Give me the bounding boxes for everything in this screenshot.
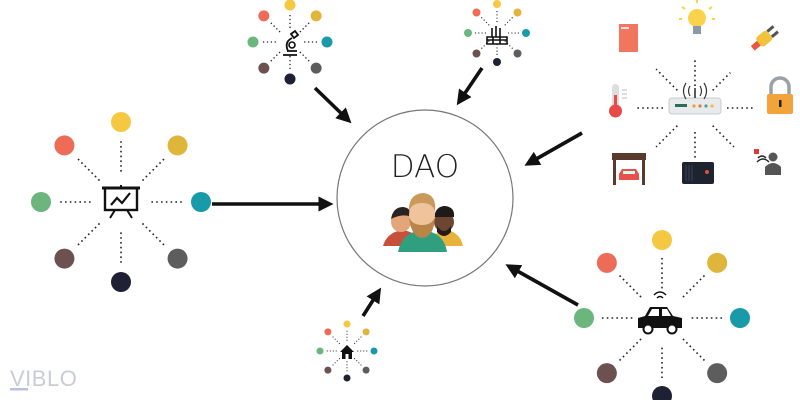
dot-top-left <box>324 328 332 336</box>
dot-bottom-left <box>258 62 270 74</box>
home-icon <box>340 345 354 359</box>
dot-bottom <box>343 374 351 382</box>
garage-icon <box>612 153 646 185</box>
dotted-connector <box>353 357 363 367</box>
dao-node: DAO <box>336 109 514 287</box>
dotted-connector <box>76 222 101 247</box>
dot-top-left <box>258 10 270 22</box>
dao-title: DAO <box>391 149 459 185</box>
dot-top-right <box>513 8 522 17</box>
dot-bottom-left <box>54 248 75 269</box>
dot-bottom-right <box>310 62 322 74</box>
dot-left <box>247 36 259 48</box>
dot-left <box>464 29 472 37</box>
arrow-from-iot <box>524 131 583 166</box>
dot-bottom-right <box>167 248 188 269</box>
dotted-connector <box>331 357 341 367</box>
cluster-iot-router <box>637 58 753 158</box>
microscope-icon <box>283 29 300 56</box>
thermometer-icon <box>609 84 627 118</box>
dot-right <box>191 192 211 212</box>
dot-top-left <box>54 135 75 156</box>
presentation-chart-icon <box>102 185 140 219</box>
dot-left <box>574 308 594 328</box>
arrow-from-home <box>361 287 382 317</box>
wifi-router-icon <box>668 82 722 115</box>
dot-left <box>31 192 51 212</box>
dot-right <box>522 29 530 37</box>
dot-top <box>343 320 351 328</box>
dot-top-right <box>310 10 322 22</box>
arrows <box>212 66 583 317</box>
dot-bottom-right <box>707 363 728 384</box>
dotted-connector <box>141 157 166 182</box>
dotted-connector <box>712 125 735 148</box>
dotted-connector <box>682 274 706 298</box>
dot-top <box>111 112 131 132</box>
motion-sensor-person-icon <box>754 149 781 175</box>
dot-top-right <box>707 252 728 273</box>
dot-right <box>321 36 333 48</box>
dotted-connector <box>353 335 363 345</box>
dotted-connector <box>480 16 490 26</box>
dot-top <box>284 0 296 11</box>
dotted-connector <box>331 335 341 345</box>
cluster-car <box>574 230 750 400</box>
dot-bottom <box>111 272 131 292</box>
dotted-connector <box>655 68 678 91</box>
speaker-box-icon <box>682 162 714 184</box>
dot-top <box>652 230 672 250</box>
dot-bottom <box>284 73 296 85</box>
dot-top-left <box>596 252 617 273</box>
dot-bottom-right <box>513 49 522 58</box>
connected-car-icon <box>638 291 682 335</box>
dot-bottom-left <box>324 366 332 374</box>
light-bulb-icon <box>679 0 715 34</box>
arrow-from-factory <box>456 66 484 106</box>
dot-bottom-right <box>362 366 370 374</box>
people-group-icon <box>383 193 463 252</box>
arrow-from-car <box>505 264 579 307</box>
cluster-home <box>316 320 378 382</box>
cluster-presentation-chart <box>31 112 211 292</box>
viblo-logo: VIBLO <box>10 366 77 391</box>
dotted-connector <box>299 21 311 33</box>
padlock-icon <box>767 76 793 114</box>
dot-bottom <box>493 58 501 66</box>
dotted-connector <box>618 338 642 362</box>
dot-right <box>370 347 378 355</box>
dot-right <box>730 308 750 328</box>
door-icon <box>619 24 638 52</box>
dot-bottom-left <box>472 49 481 58</box>
dot-left <box>316 347 324 355</box>
plug-icon <box>750 25 779 51</box>
dotted-connector <box>269 51 281 63</box>
dot-bottom <box>652 386 672 400</box>
dot-bottom-left <box>596 363 617 384</box>
dot-top <box>493 0 501 8</box>
dot-top-left <box>472 8 481 17</box>
dotted-connector <box>299 51 311 63</box>
cluster-factory <box>464 0 530 66</box>
factory-icon <box>486 26 508 45</box>
dotted-connector <box>682 338 706 362</box>
cluster-microscope <box>247 0 333 85</box>
dotted-connector <box>618 274 642 298</box>
dotted-connector <box>712 72 731 91</box>
dotted-connector <box>76 157 101 182</box>
dotted-connector <box>269 21 281 33</box>
dotted-connector <box>141 222 166 247</box>
dotted-connector <box>655 125 678 148</box>
dotted-connector <box>504 16 514 26</box>
arrow-from-microscope <box>313 86 352 124</box>
dot-top-right <box>362 328 370 336</box>
logo-text: VIBLO <box>10 366 77 391</box>
dot-top-right <box>167 135 188 156</box>
